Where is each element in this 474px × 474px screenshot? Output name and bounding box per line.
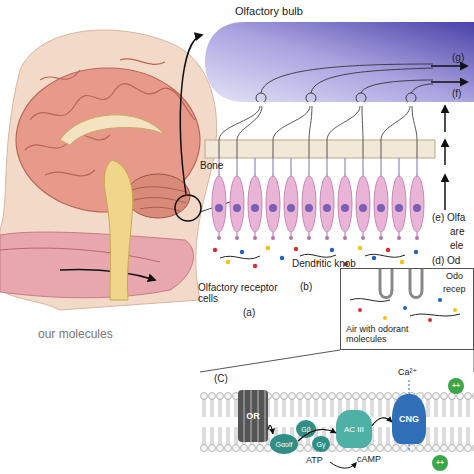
part-label: Olfactory receptor cells (198, 282, 293, 304)
step-letter: (g) (452, 52, 464, 63)
caption-fragment: our molecules (38, 328, 113, 341)
node-text: CNG (399, 414, 419, 424)
node-text: Gβ (301, 426, 310, 433)
step-letter: (a) (243, 307, 255, 318)
g-gamma-subunit: Gγ (312, 436, 330, 452)
molecule-label: cAMP (357, 455, 381, 465)
g-beta-subunit: Gβ (296, 420, 316, 438)
signal-arrow (372, 418, 392, 426)
cng-channel: CNG (392, 394, 426, 444)
node-text: Gαolf (276, 441, 293, 448)
ion-symbol: ++ (432, 455, 448, 471)
part-label: recep (443, 285, 466, 295)
node-text: OR (246, 411, 260, 421)
node-text: Air with odorant molecules (346, 325, 436, 345)
node-text: Gγ (317, 441, 326, 448)
g-alpha-subunit: Gαolf (270, 434, 298, 454)
ion-label: Ca²⁺ (398, 368, 417, 378)
step-label: (d) Od (432, 255, 460, 266)
step-letter: (b) (300, 281, 312, 292)
step-label: (e) Olfa (432, 212, 465, 223)
olfactory-bulb: Olfactory bulb (205, 22, 474, 102)
odorant-receptor: OR (238, 390, 268, 442)
part-label: Bone (200, 160, 223, 171)
molecule-label: ATP (306, 456, 323, 466)
node-text: Olfactory bulb (235, 5, 303, 17)
node-text: AC III (344, 425, 364, 434)
ion-symbol: ++ (448, 378, 464, 394)
bulb-shape (205, 22, 474, 102)
adenylyl-cyclase: AC III (336, 410, 372, 448)
part-label: Odo (446, 272, 463, 282)
step-label: ele (450, 240, 463, 251)
step-label: are (450, 226, 464, 237)
part-label: Dendritic knob (292, 258, 356, 269)
step-letter: (f) (452, 88, 461, 99)
signal-arrow (298, 429, 336, 441)
panel-letter: (C) (214, 373, 228, 384)
signal-arrow (268, 425, 273, 434)
